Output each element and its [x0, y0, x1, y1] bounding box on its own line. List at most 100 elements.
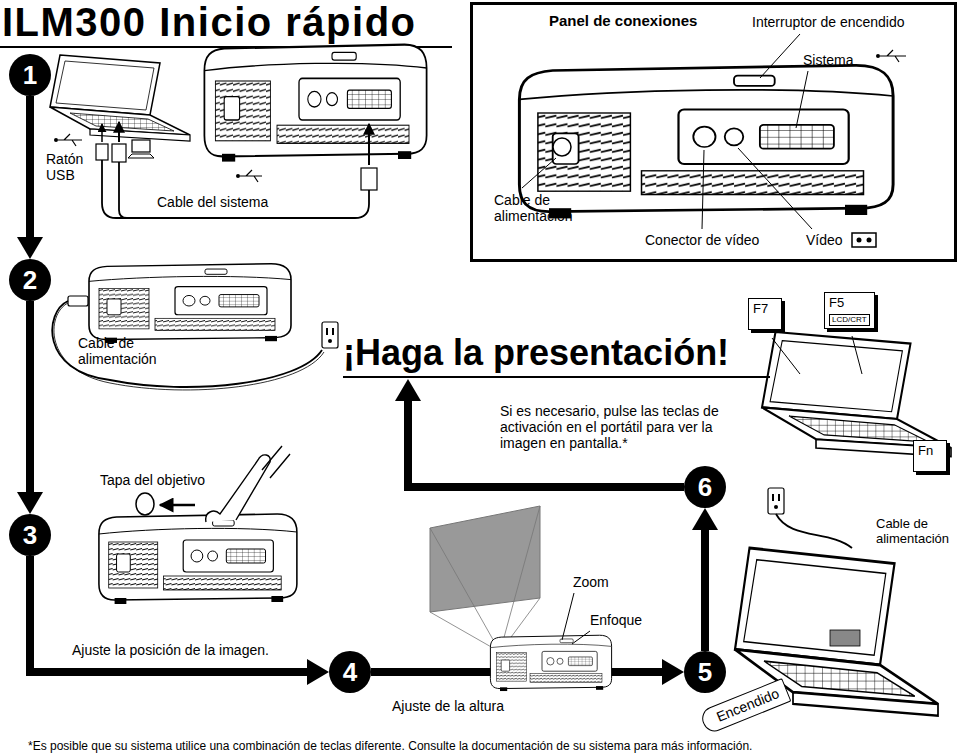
- step1-illustration: [102, 160, 369, 218]
- step3-illustration: [99, 514, 297, 604]
- arrow-head: [692, 508, 718, 530]
- arrow-head: [307, 659, 329, 685]
- step2-illustration: [52, 301, 322, 387]
- step4-screen: [430, 506, 540, 652]
- connection-panel-illustration: [519, 65, 893, 218]
- step1-illustration: [112, 144, 126, 162]
- callout-label: Sistema: [803, 52, 854, 68]
- step3-illustration: [206, 455, 271, 522]
- step4-projector: [490, 593, 611, 691]
- headline-text: ¡Haga la presentación!: [343, 332, 770, 374]
- step5-illustration: [830, 630, 860, 646]
- callout-label: Conector de vídeo: [645, 232, 759, 248]
- step1-illustration: [101, 124, 103, 142]
- flow-arrow: [692, 508, 718, 651]
- step1-illustration: [240, 170, 262, 182]
- callout-label: Interruptor de encendido: [752, 14, 905, 30]
- footnote: *Es posible que su sistema utilice una c…: [28, 739, 752, 753]
- flow-arrow: [17, 301, 43, 514]
- step3-illustration: [99, 446, 297, 604]
- step4-screen: [430, 506, 540, 612]
- key-text: LCD/CRT: [829, 314, 870, 326]
- key-text: F7: [753, 301, 777, 316]
- step1-illustration: [50, 55, 190, 141]
- step5-illustration: [768, 488, 784, 514]
- presentation-laptop: [762, 332, 951, 457]
- flow-line: [701, 528, 709, 651]
- connection-panel-illustration: [738, 148, 812, 229]
- connection-panel-illustration: [880, 50, 906, 62]
- arrow-head: [662, 659, 684, 685]
- key-cap: Fn: [913, 440, 947, 472]
- connection-panel-illustration: [553, 138, 571, 156]
- flow-arrow: [30, 556, 329, 685]
- step1-illustration: [236, 174, 240, 178]
- step1-illustration: [54, 138, 58, 142]
- step-number: 1: [9, 54, 51, 96]
- step1-illustration: [368, 124, 370, 165]
- connection-panel-illustration: [857, 238, 862, 243]
- callout-label: Tapa del objetivo: [100, 472, 205, 488]
- connection-panel-illustration: [796, 71, 808, 128]
- step2-illustration: [54, 303, 324, 390]
- step-circle: 4: [329, 651, 371, 693]
- step4-projector: [562, 593, 574, 640]
- key-text: F5: [829, 295, 870, 310]
- flow-line: [30, 556, 309, 672]
- cable-label: Cable de alimentación: [876, 516, 960, 546]
- connection-panel-illustration: [867, 238, 872, 243]
- connection-panel-illustration: [852, 233, 876, 247]
- step3-illustration: [136, 493, 154, 515]
- step1-illustration: [361, 168, 377, 190]
- step-number: 6: [684, 466, 726, 508]
- connection-panel-illustration: [760, 34, 800, 78]
- key-cap: F7: [748, 298, 782, 330]
- step-circle: 3: [9, 514, 51, 556]
- step1-illustration: [128, 154, 154, 158]
- callout-label: Enfoque: [590, 612, 642, 628]
- connection-panel-illustration: [702, 150, 704, 229]
- step-circle: 2: [9, 259, 51, 301]
- step-number: 2: [9, 259, 51, 301]
- cable-label: Cable del sistema: [157, 194, 268, 210]
- step4-projector: [572, 631, 590, 644]
- step4-screen: [430, 506, 540, 652]
- callout-label: Zoom: [573, 574, 609, 590]
- step-circle: 1: [9, 54, 51, 96]
- step1-illustration: [58, 134, 82, 146]
- cable-label: Cable de alimentación: [78, 335, 173, 367]
- presentation-laptop: [762, 332, 951, 457]
- step-number: 5: [684, 651, 726, 693]
- step2-illustration: [322, 322, 338, 348]
- tag-text: Encendido: [714, 685, 782, 726]
- callout-label: Ajuste de la altura: [392, 698, 504, 714]
- step3-illustration: [160, 504, 195, 507]
- headline-box: ¡Haga la presentación!: [343, 332, 770, 378]
- step1-illustration: [132, 140, 150, 152]
- step5-illustration: [776, 514, 852, 548]
- step2-illustration: [52, 264, 338, 390]
- callout-label: Ratón USB: [46, 151, 96, 183]
- key-text: Fn: [918, 443, 942, 458]
- flow-line: [26, 301, 34, 494]
- step-circle: 5: [684, 651, 726, 693]
- presentation-laptop: [852, 336, 862, 374]
- connection-panel-illustration: [519, 34, 906, 247]
- flow-line: [26, 96, 34, 239]
- note-text: Si es necesario, pulse las teclas de act…: [500, 403, 736, 451]
- step2-illustration: [89, 264, 291, 343]
- step3-illustration: [262, 446, 290, 478]
- step1-illustration: [119, 162, 127, 218]
- arrow-head: [17, 492, 43, 514]
- presentation-laptop: [772, 338, 800, 374]
- step2-illustration: [68, 296, 88, 306]
- arrow-head: [395, 379, 421, 401]
- edge-label: Ajuste la posición de la imagen.: [70, 642, 271, 658]
- step-number: 4: [329, 651, 371, 693]
- connection-panel-illustration: [522, 158, 556, 188]
- key-cap: F5LCD/CRT: [824, 292, 875, 329]
- step1-illustration: [50, 45, 427, 218]
- step4-projector: [490, 635, 611, 691]
- connection-panel-illustration: [876, 54, 880, 58]
